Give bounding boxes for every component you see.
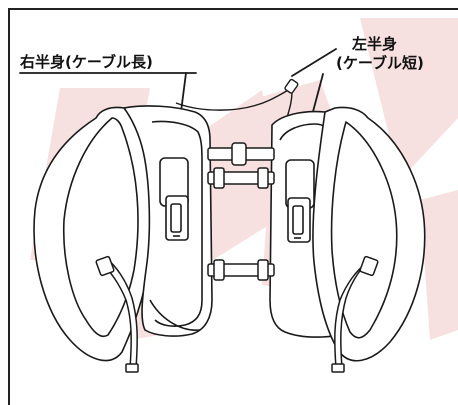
right-controller [159, 157, 189, 241]
center-straps [207, 142, 275, 281]
left-controller [285, 159, 315, 243]
frame [8, 8, 458, 405]
side-straps [95, 255, 379, 373]
left-half-sublabel: (ケーブル短) [336, 54, 424, 72]
cable-connector [284, 78, 299, 94]
right-half-label: 右半身(ケーブル長) [20, 53, 153, 71]
left-half-label: 左半身 [352, 35, 398, 53]
